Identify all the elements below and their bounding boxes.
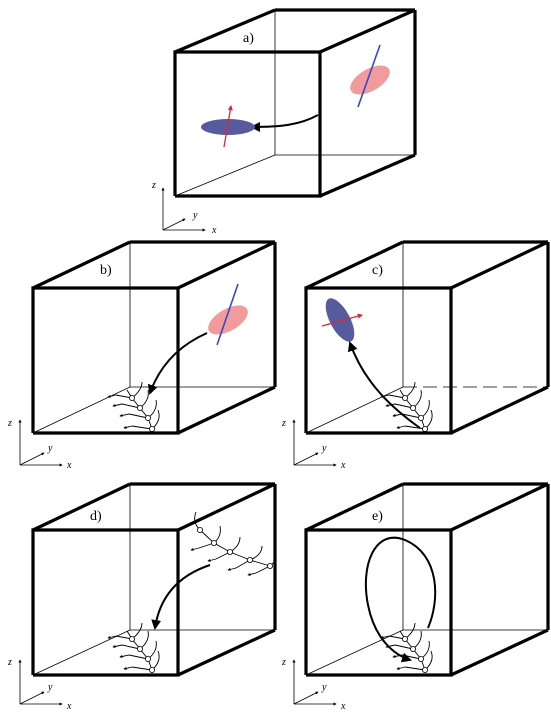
cube-c-front-edges [304, 240, 550, 435]
svg-text:x: x [66, 701, 72, 712]
svg-text:x: x [340, 460, 346, 471]
panel-label-e: e) [372, 509, 383, 524]
panel-label-b: b) [100, 263, 112, 278]
trajectory-b [147, 332, 208, 395]
trajectory-c [347, 341, 421, 429]
cube-b-front-edges [31, 240, 277, 435]
closed-loop-e [364, 536, 437, 663]
cube-c-back-edges [305, 242, 548, 434]
blue-axis-a [357, 44, 381, 108]
polymer-chain-b [107, 381, 160, 432]
polymer-chain-d-top [190, 511, 276, 576]
svg-text:z: z [7, 657, 12, 668]
polymer-chain-e [380, 622, 433, 674]
svg-text:y: y [192, 210, 198, 221]
svg-text:z: z [281, 657, 286, 668]
axes-e: z y x [281, 657, 346, 712]
cube-a-front-edges [173, 8, 417, 198]
panel-c: c) z y x [281, 240, 550, 471]
axes-b: z y x [7, 418, 72, 471]
blue-axis-b [216, 283, 239, 346]
tilted-ellipse-c [325, 298, 355, 342]
panel-b: b) z y x [7, 240, 277, 471]
svg-text:y: y [321, 443, 327, 454]
svg-text:y: y [321, 682, 327, 693]
panel-label-d: d) [90, 509, 102, 524]
polymer-chain-c [380, 381, 433, 432]
polymer-chain-d-bottom [107, 622, 160, 674]
trajectory-d [151, 564, 211, 630]
svg-text:x: x [211, 225, 217, 236]
svg-text:x: x [340, 701, 346, 712]
cube-e-front-edges [304, 482, 550, 677]
panel-e: e) z y x [281, 482, 550, 712]
panel-a: a) z y x [151, 8, 417, 236]
cube-d-back-edges [32, 484, 275, 676]
trajectory-a [250, 114, 319, 132]
red-axis-c [321, 313, 364, 327]
svg-text:z: z [281, 418, 286, 429]
panel-d: d) z y x [7, 482, 277, 712]
red-axis-a [223, 104, 233, 148]
tilted-ellipse-a [350, 65, 390, 95]
svg-text:z: z [151, 180, 156, 191]
axes-d: z y x [7, 657, 72, 712]
tilted-ellipse-b [208, 305, 248, 335]
cube-d-front-edges [31, 482, 277, 677]
svg-text:z: z [7, 418, 12, 429]
cube-a-back-edges [174, 10, 415, 197]
axes-a: z y x [151, 180, 217, 236]
axes-c: z y x [281, 418, 346, 471]
svg-text:y: y [47, 682, 53, 693]
panel-label-a: a) [243, 31, 254, 46]
svg-text:x: x [66, 460, 72, 471]
panel-label-c: c) [372, 263, 383, 278]
svg-text:y: y [47, 443, 53, 454]
cube-e-back-edges [305, 484, 548, 676]
